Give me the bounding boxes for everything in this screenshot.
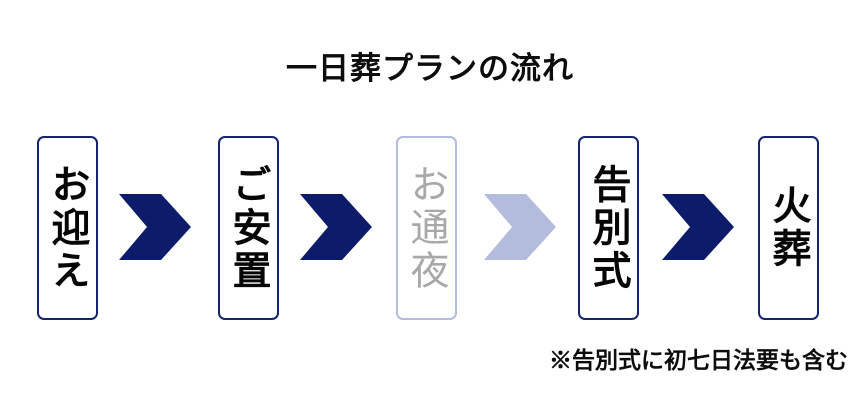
flow-arrow-right-icon bbox=[119, 194, 191, 260]
flow-step-label: お通夜 bbox=[404, 163, 449, 293]
flow-step-omukae[interactable]: お迎え bbox=[37, 136, 98, 320]
flow-arrow-right-muted-icon bbox=[484, 194, 556, 260]
flow-step-label: お迎え bbox=[45, 163, 91, 293]
flow-step-otsuya-skipped[interactable]: お通夜 bbox=[396, 136, 457, 320]
flow-step-label: 告別式 bbox=[586, 163, 632, 293]
flow-steps-row: お迎え ご安置 お通夜 告別式 bbox=[0, 136, 860, 322]
flow-step-kasou[interactable]: 火葬 bbox=[758, 136, 819, 320]
flow-step-label: ご安置 bbox=[226, 163, 272, 293]
flow-step-kokubetsushiki[interactable]: 告別式 bbox=[578, 136, 639, 320]
footnote-note: ※告別式に初七日法要も含む bbox=[549, 347, 848, 374]
flow-step-goanchi[interactable]: ご安置 bbox=[218, 136, 279, 320]
flow-arrow-right-icon bbox=[662, 194, 734, 260]
flow-step-label: 火葬 bbox=[766, 185, 812, 271]
flow-arrow-right-icon bbox=[300, 194, 372, 260]
page-title: 一日葬プランの流れ bbox=[286, 51, 574, 87]
